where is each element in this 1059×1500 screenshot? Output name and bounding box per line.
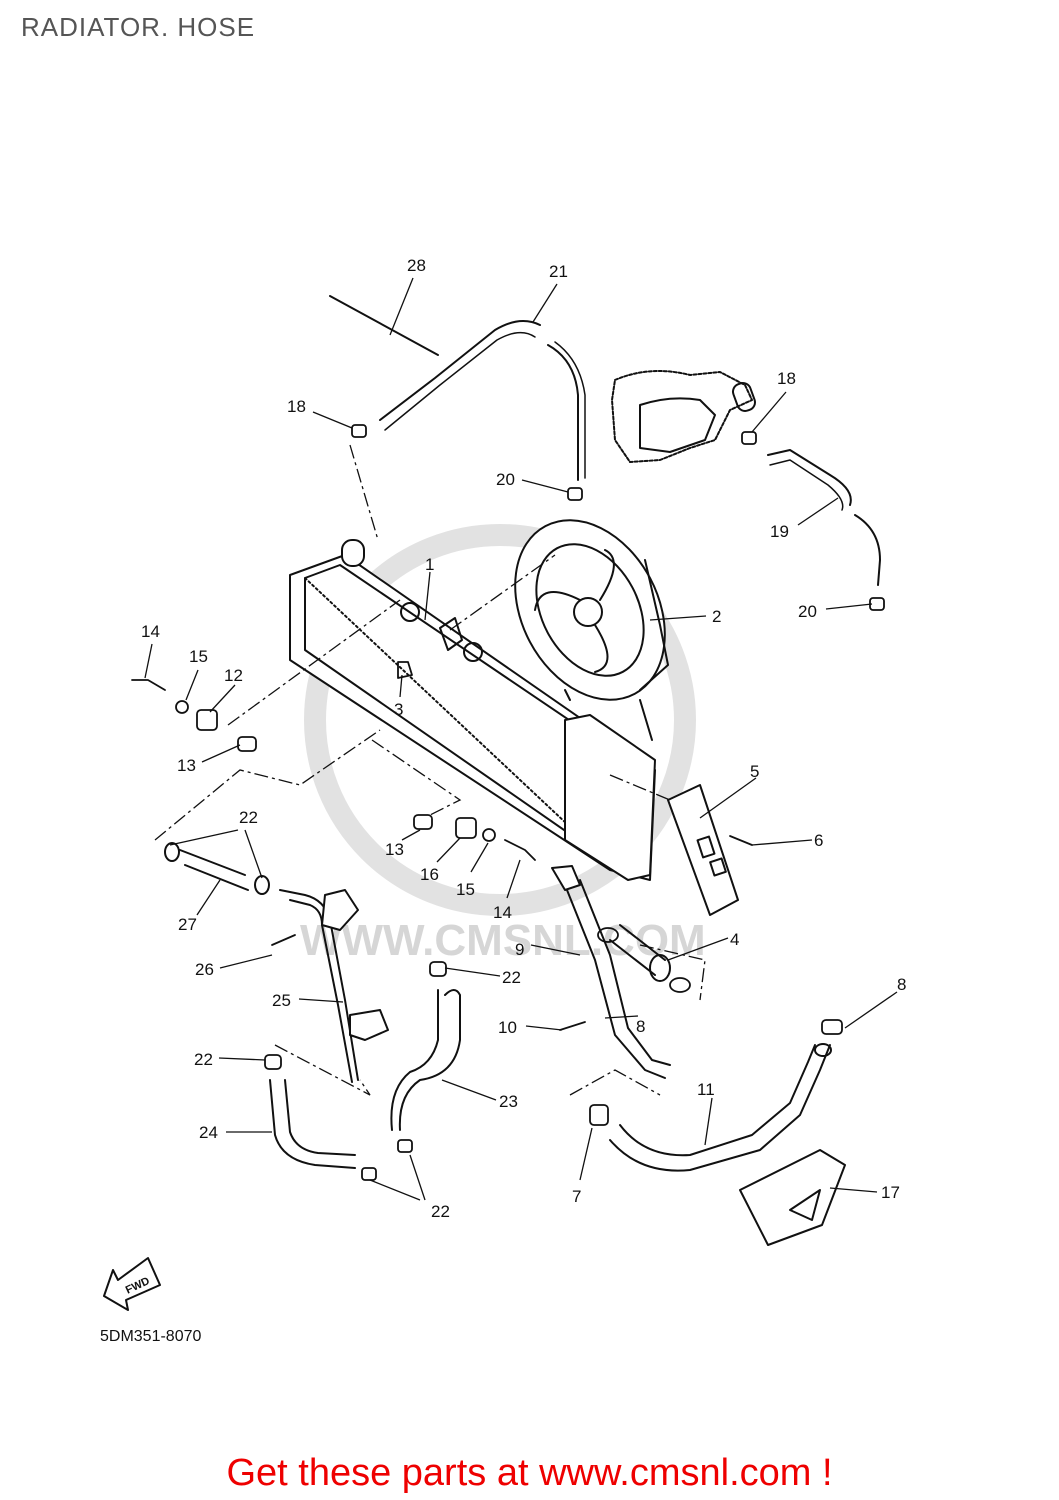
callout-16[interactable]: 16: [420, 865, 439, 884]
callout-22[interactable]: 22: [194, 1050, 213, 1069]
cooling-fan: [514, 519, 669, 741]
callout-26[interactable]: 26: [195, 960, 214, 979]
callout-27[interactable]: 27: [178, 915, 197, 934]
callout-3[interactable]: 3: [394, 700, 403, 719]
leader-lines: [144, 277, 898, 1201]
callout-20[interactable]: 20: [496, 470, 515, 489]
callout-19[interactable]: 19: [770, 522, 789, 541]
callout-22[interactable]: 22: [239, 808, 258, 827]
watermark: WWW.CMSNL.COM: [300, 524, 706, 965]
page-title: RADIATOR. HOSE: [21, 12, 256, 42]
callout-5[interactable]: 5: [750, 762, 759, 781]
hose-24: [269, 1079, 356, 1169]
hose-4: [609, 924, 666, 976]
callout-1[interactable]: 1: [425, 555, 434, 574]
callout-23[interactable]: 23: [499, 1092, 518, 1111]
pipe-11: [609, 1044, 831, 1172]
callout-20[interactable]: 20: [798, 602, 817, 621]
fwd-arrow: FWD: [103, 1257, 161, 1311]
callout-15[interactable]: 15: [456, 880, 475, 899]
callout-14[interactable]: 14: [141, 622, 160, 641]
guard-17: [739, 1149, 846, 1246]
callout-18[interactable]: 18: [287, 397, 306, 416]
callout-22[interactable]: 22: [431, 1202, 450, 1221]
callout-13[interactable]: 13: [385, 840, 404, 859]
callout-8[interactable]: 8: [636, 1017, 645, 1036]
callout-11[interactable]: 11: [697, 1080, 715, 1099]
fasteners: [131, 424, 885, 1181]
drawing-code: 5DM351-8070: [100, 1328, 202, 1345]
callout-18[interactable]: 18: [777, 369, 796, 388]
callout-28[interactable]: 28: [407, 256, 426, 275]
radiator: [289, 539, 656, 881]
cable-tie-28: [329, 295, 439, 356]
thermostat-housing: [611, 370, 756, 463]
callout-15[interactable]: 15: [189, 647, 208, 666]
callout-4[interactable]: 4: [730, 930, 739, 949]
hose-23: [390, 989, 461, 1131]
callout-12[interactable]: 12: [224, 666, 243, 685]
callouts: 28 21 18 18 20 19 20 1 2 3 14 15 12 13 5…: [141, 256, 906, 1221]
callout-6[interactable]: 6: [814, 831, 823, 850]
callout-14[interactable]: 14: [493, 903, 512, 922]
callout-13[interactable]: 13: [177, 756, 196, 775]
bracket-5: [667, 784, 739, 916]
callout-2[interactable]: 2: [712, 607, 721, 626]
callout-24[interactable]: 24: [199, 1123, 218, 1142]
callout-17[interactable]: 17: [881, 1183, 900, 1202]
cta-link[interactable]: Get these parts at www.cmsnl.com !: [226, 1452, 833, 1494]
watermark-text: WWW.CMSNL.COM: [300, 916, 706, 965]
assembly-lines: [154, 444, 706, 1096]
callout-8[interactable]: 8: [897, 975, 906, 994]
callout-22[interactable]: 22: [502, 968, 521, 987]
callout-9[interactable]: 9: [515, 940, 524, 959]
hose-21: [379, 320, 579, 481]
hose-27: [179, 849, 249, 891]
callout-10[interactable]: 10: [498, 1018, 517, 1037]
callout-25[interactable]: 25: [272, 991, 291, 1010]
hose-19: [767, 449, 881, 586]
callout-21[interactable]: 21: [549, 262, 568, 281]
callout-7[interactable]: 7: [572, 1187, 581, 1206]
